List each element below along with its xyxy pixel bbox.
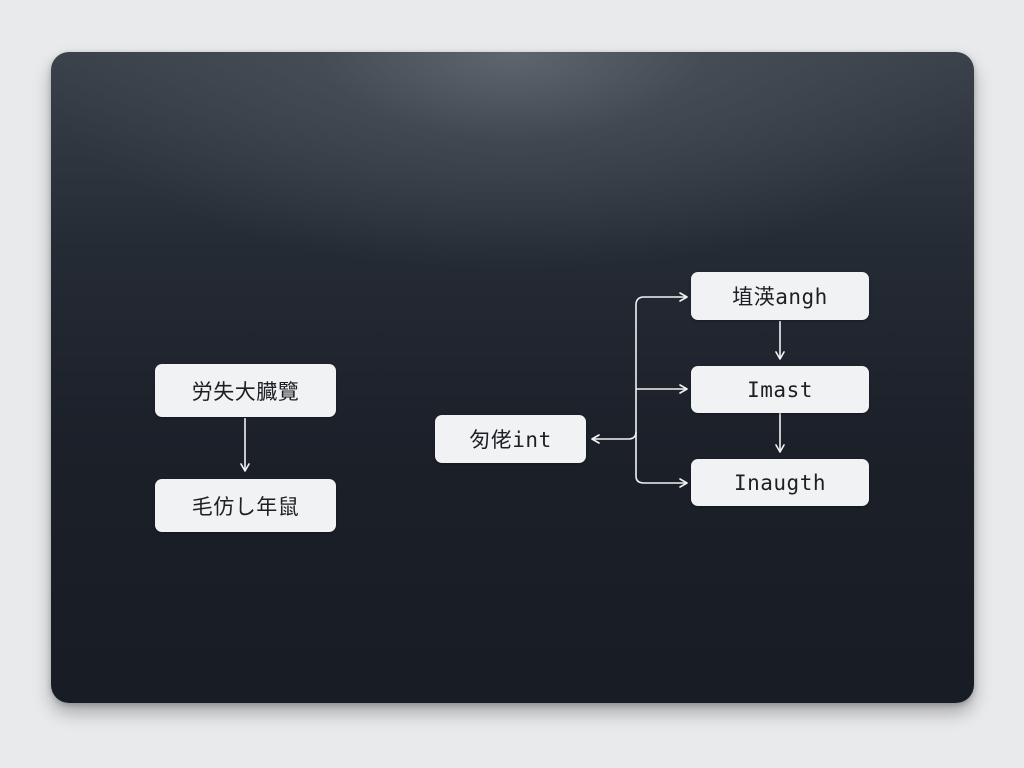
node-right-middle[interactable]: Imast — [691, 366, 869, 413]
node-left-bottom[interactable]: 毛仿し年鼠 — [155, 479, 336, 532]
node-right-bottom[interactable]: Inaugth — [691, 459, 869, 506]
node-label: 労失大臓覽 — [191, 379, 300, 404]
node-center[interactable]: 匇佬int — [435, 415, 586, 463]
node-label: Imast — [747, 377, 813, 402]
node-label: Inaugth — [733, 470, 826, 495]
node-right-top[interactable]: 埴渶angh — [691, 272, 869, 320]
node-label: 匇佬int — [469, 428, 552, 452]
node-label: 埴渶angh — [732, 285, 828, 309]
node-label: 毛仿し年鼠 — [191, 494, 300, 519]
node-left-top[interactable]: 労失大臓覽 — [155, 364, 336, 417]
